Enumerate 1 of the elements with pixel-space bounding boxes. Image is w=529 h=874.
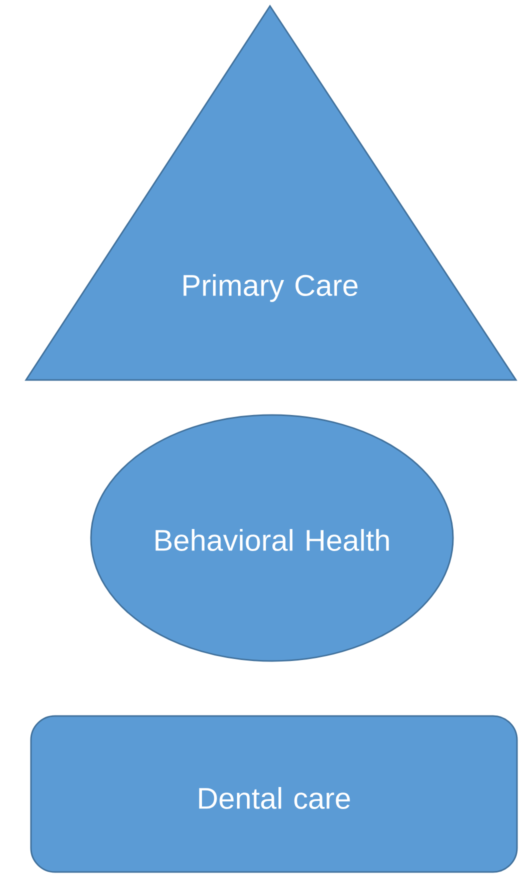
rounded-box: Dental care bbox=[30, 715, 518, 873]
